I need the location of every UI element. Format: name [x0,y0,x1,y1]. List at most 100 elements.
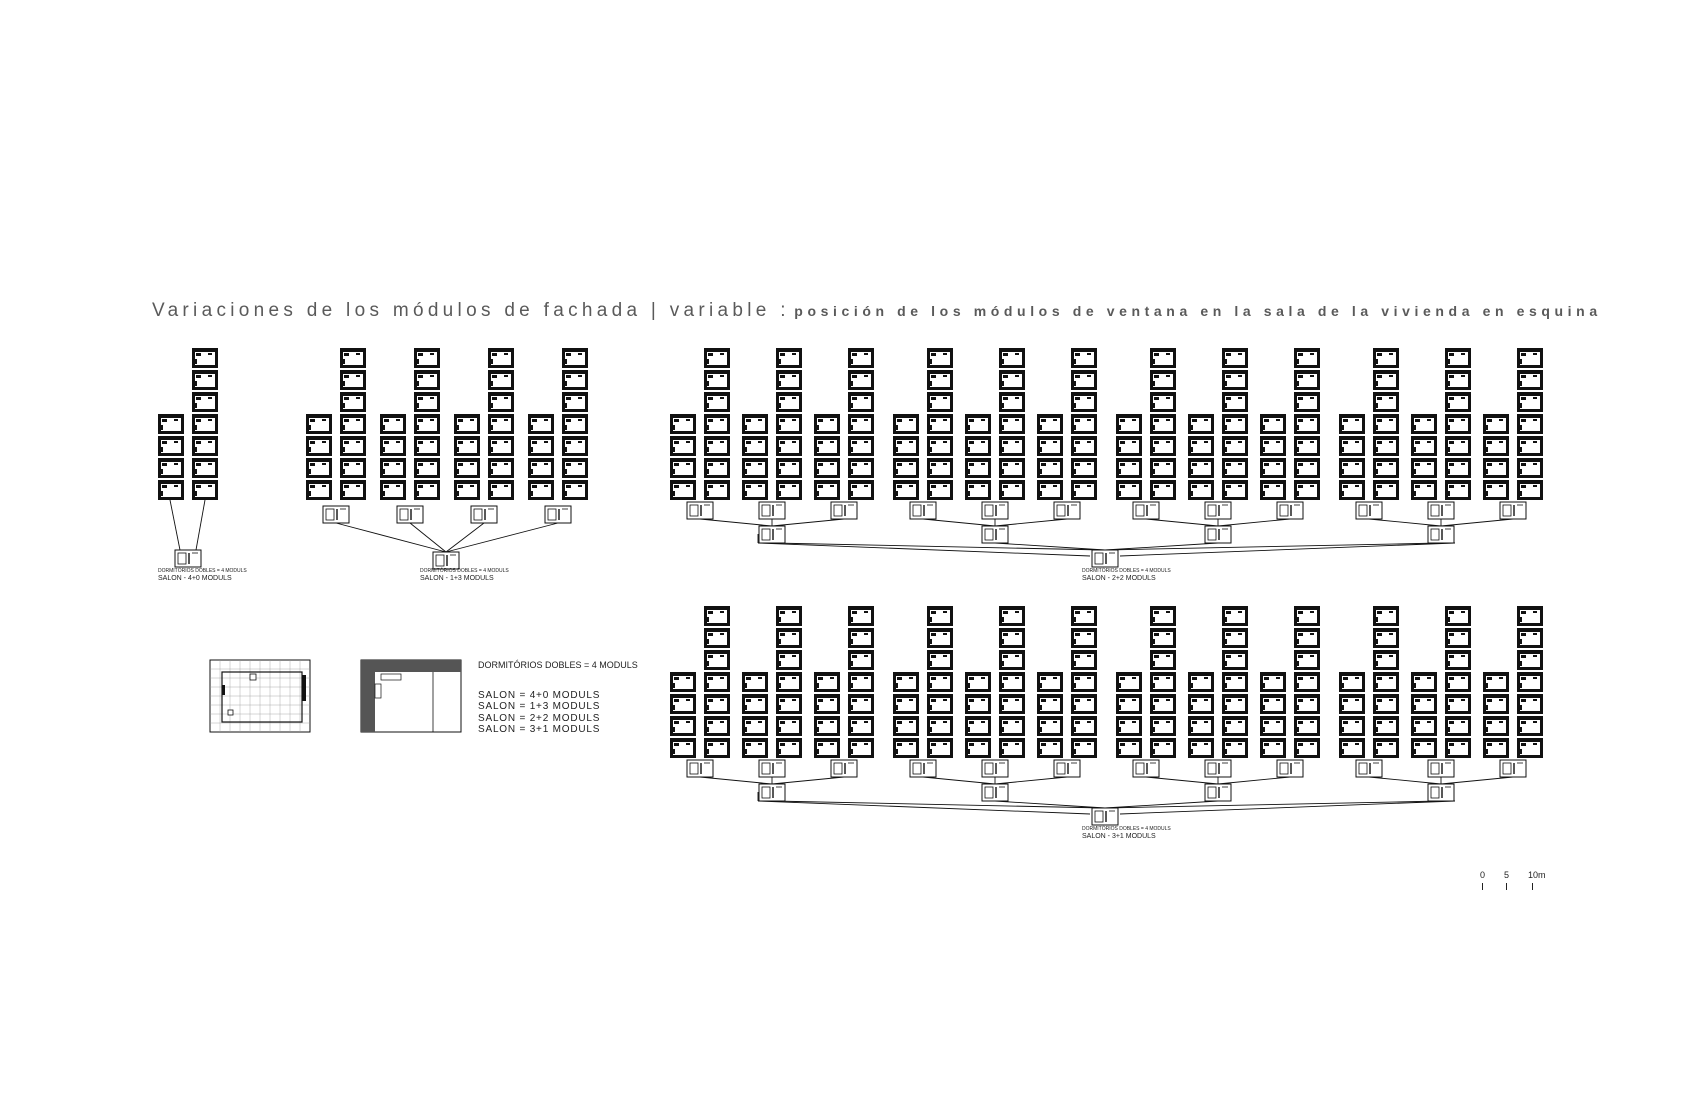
module-detail [864,463,868,465]
facade-module [927,392,953,412]
facade-module [999,414,1025,434]
module-detail [1015,677,1019,679]
module-detail [470,441,474,443]
module-detail [356,463,360,465]
module-detail [1226,419,1231,422]
module-detail [779,639,781,644]
connector-line [994,542,1106,551]
module-detail [864,485,868,487]
module-detail [1520,727,1522,732]
facade-module [1150,738,1176,758]
facade-module [1150,716,1176,736]
combination-node [686,759,714,778]
module-detail [931,485,936,488]
module-detail [1119,425,1121,430]
module-detail [1264,699,1269,702]
module-detail [1225,727,1227,732]
facade-module [1150,436,1176,456]
facade-module [848,606,874,626]
node-detail [1430,786,1440,799]
module-detail [1533,463,1537,465]
module-detail [1533,677,1537,679]
module-detail [852,677,857,680]
module-detail [1074,381,1076,386]
module-detail [1225,661,1227,666]
module-detail [708,743,713,746]
module-detail [1310,441,1314,443]
module-detail [1297,661,1299,666]
combination-node [1355,759,1383,778]
module-detail [1297,705,1299,710]
facade-module [965,458,991,478]
facade-module [1411,738,1437,758]
module-detail [673,727,675,732]
connector-line [1104,800,1219,809]
connector-line [771,518,845,527]
module-detail [851,683,853,688]
module-detail [1132,485,1136,487]
facade-module [670,716,696,736]
module-detail [1415,463,1420,466]
module-detail [1276,677,1280,679]
module-detail [897,699,902,702]
module-detail [780,485,785,488]
combination-node [1427,759,1455,778]
combination-node [909,759,937,778]
module-detail [969,677,974,680]
module-detail [896,683,898,688]
module-detail [322,485,326,487]
facade-module [848,436,874,456]
module-detail [418,463,423,466]
facade-module [965,480,991,500]
module-detail [708,633,713,636]
plan-solid [361,660,461,672]
facade-module [306,436,332,456]
module-detail [1415,485,1420,488]
facade-module [704,716,730,736]
module-detail [818,441,823,444]
module-detail [968,683,970,688]
facade-module [704,694,730,714]
module-detail [322,441,326,443]
module-detail [1298,633,1303,636]
module-detail [864,353,868,355]
combination-node [1132,759,1160,778]
module-detail [1041,721,1046,724]
module-detail [566,419,571,422]
module-detail [852,721,857,724]
facade-module [562,414,588,434]
facade-module [1373,738,1399,758]
facade-module [927,436,953,456]
module-detail [1238,419,1242,421]
facade-module [1294,650,1320,670]
module-detail [1461,611,1465,613]
module-detail [1087,611,1091,613]
facade-module [893,694,919,714]
facade-module [192,392,218,412]
facade-module [1517,436,1543,456]
module-detail [686,419,690,421]
facade-module [814,716,840,736]
module-detail [1297,469,1299,474]
module-detail [174,419,178,421]
module-detail [1154,419,1159,422]
module-detail [1298,721,1303,724]
module-detail [746,419,751,422]
module-detail [1263,425,1265,430]
module-detail [1461,375,1465,377]
node-frame [758,501,786,520]
combination-node [981,759,1009,778]
module-detail [779,749,781,754]
module-detail [1449,743,1454,746]
module-detail [708,375,713,378]
module-detail [1533,721,1537,723]
module-detail [1376,639,1378,644]
module-detail [565,381,567,386]
module-detail [1427,463,1431,465]
module-detail [896,705,898,710]
facade-module [306,458,332,478]
module-detail [1040,727,1042,732]
module-detail [896,491,898,496]
module-detail [1377,353,1382,356]
facade-module [1222,348,1248,368]
